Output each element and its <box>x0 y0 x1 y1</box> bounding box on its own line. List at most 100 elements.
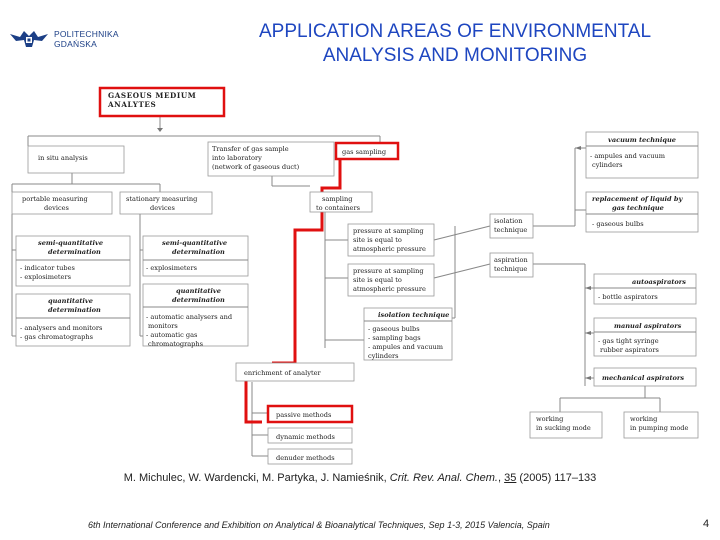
conference-footer: 6th International Conference and Exhibit… <box>88 520 550 530</box>
denuder-label: denuder methods <box>276 454 335 462</box>
quant-right-item-1: - automatic analysers and <box>146 313 233 321</box>
portable-line-1: portable measuring <box>22 195 88 203</box>
citation-rest: (2005) 117–133 <box>516 472 597 484</box>
stationary-line-1: stationary measuring <box>126 195 198 203</box>
eagle-emblem-icon <box>10 31 48 47</box>
node-quant-right: quantitative determination - automatic a… <box>142 283 249 348</box>
quant-right-line-1: quantitative <box>176 287 221 295</box>
in-situ-label: in situ analysis <box>38 154 88 162</box>
node-gas-sampling: gas sampling <box>334 141 400 161</box>
logo-line-2: GDAŃSKA <box>54 39 97 49</box>
node-dynamic: dynamic methods <box>267 427 353 444</box>
semi-quant-left-line-1: semi-quantitative <box>38 239 103 247</box>
gaseous-medium-line-2: ANALYTES <box>107 100 156 109</box>
node-working-pumping: working in pumping mode <box>623 411 699 439</box>
isolation-list-item-4: cylinders <box>368 352 399 360</box>
dynamic-label: dynamic methods <box>276 433 336 441</box>
university-logo: POLITECHNIKA GDAŃSKA <box>8 28 119 50</box>
node-enrichment: enrichment of analyter <box>235 362 355 382</box>
node-portable: portable measuring devices <box>11 191 113 215</box>
transfer-line-1: Transfer of gas sample <box>212 145 289 153</box>
transfer-line-3: (network of gaseous duct) <box>212 163 300 171</box>
vacuum-technique-header: vacuum technique <box>608 136 676 144</box>
logo-line-1: POLITECHNIKA <box>54 29 119 39</box>
replacement-line-1: replacement of liquid by <box>592 195 684 203</box>
slide-title: APPLICATION AREAS OF ENVIRONMENTAL ANALY… <box>205 20 705 68</box>
semi-quant-right-line-2: determination <box>172 248 225 256</box>
citation-journal: Crit. Rev. Anal. Chem. <box>389 472 498 484</box>
node-denuder: denuder methods <box>267 448 353 465</box>
gas-sampling-label: gas sampling <box>342 148 387 156</box>
node-semi-quant-right: semi-quantitative determination - explos… <box>142 235 249 277</box>
quant-left-item-2: - gas chromatographs <box>20 333 94 341</box>
page-number: 4 <box>703 518 710 530</box>
passive-label: passive methods <box>276 411 332 419</box>
node-isolation-list: isolation technique - gaseous bulbs - sa… <box>363 307 453 361</box>
node-working-sucking: working in sucking mode <box>529 411 603 439</box>
gaseous-medium-line-1: GASEOUS MEDIUM <box>108 91 196 100</box>
title-line-2: ANALYSIS AND MONITORING <box>322 45 588 66</box>
node-mechanical-aspirators: mechanical aspirators <box>593 367 697 387</box>
working-pumping-line-2: in pumping mode <box>630 424 689 432</box>
stationary-line-2: devices <box>150 204 176 212</box>
mechanical-aspirators-label: mechanical aspirators <box>602 374 684 382</box>
quant-right-item-4: chromatographs <box>148 340 204 348</box>
pressure-lower-line-3: atmospheric pressure <box>353 285 426 293</box>
pressure-equal-line-2: site is equal to <box>353 236 402 244</box>
pressure-lower-line-1: pressure at sampling <box>353 267 424 275</box>
title-line-1: APPLICATION AREAS OF ENVIRONMENTAL <box>258 21 652 42</box>
node-aspiration-technique: aspiration technique <box>489 252 534 278</box>
manual-aspirators-header: manual aspirators <box>614 322 682 330</box>
node-isolation-technique-box: isolation technique <box>489 213 534 239</box>
flow-diagram: GASEOUS MEDIUM ANALYTES in situ analysis… <box>11 86 699 465</box>
node-quant-left: quantitative determination - analysers a… <box>15 293 131 347</box>
node-stationary: stationary measuring devices <box>119 191 213 215</box>
working-pumping-line-1: working <box>630 415 658 423</box>
portable-line-2: devices <box>44 204 70 212</box>
aspiration-technique-line-1: aspiration <box>494 256 528 264</box>
node-gaseous-medium: GASEOUS MEDIUM ANALYTES <box>98 86 226 118</box>
semi-quant-right-line-1: semi-quantitative <box>162 239 227 247</box>
transfer-line-2: into laboratory <box>212 154 262 162</box>
node-replacement: replacement of liquid by gas technique -… <box>585 191 699 233</box>
quant-right-item-2: monitors <box>148 322 178 330</box>
enrichment-label: enrichment of analyter <box>244 369 321 377</box>
node-semi-quant-left: semi-quantitative determination - indica… <box>15 235 131 287</box>
pressure-equal-line-3: atmospheric pressure <box>353 245 426 253</box>
isolation-list-item-1: - gaseous bulbs <box>368 325 420 333</box>
isolation-technique-line-1: isolation <box>494 217 523 225</box>
node-in-situ: in situ analysis <box>27 145 125 174</box>
isolation-list-item-3: - ampules and vacuum <box>368 343 444 351</box>
quant-left-line-2: determination <box>48 306 101 314</box>
autoaspirators-header: autoaspirators <box>632 278 686 286</box>
quant-right-line-2: determination <box>172 296 225 304</box>
connector-lines <box>11 114 661 457</box>
citation: M. Michulec, W. Wardencki, M. Partyka, J… <box>0 472 720 484</box>
node-pressure-lower: pressure at sampling site is equal to at… <box>347 263 435 297</box>
pressure-lower-line-2: site is equal to <box>353 276 402 284</box>
sampling-containers-line-2: to containers <box>316 204 361 212</box>
working-sucking-line-1: working <box>536 415 564 423</box>
node-pressure-equal: pressure at sampling site is equal to at… <box>347 223 435 257</box>
semi-quant-right-item-1: - explosimeters <box>146 264 198 272</box>
quant-left-item-1: - analysers and monitors <box>20 324 103 332</box>
quant-left-line-1: quantitative <box>48 297 93 305</box>
sampling-containers-line-1: sampling <box>322 195 353 203</box>
citation-sep: , <box>498 472 505 484</box>
vacuum-item-1: - ampules and vacuum <box>590 152 666 160</box>
node-autoaspirators: autoaspirators - bottle aspirators <box>593 273 697 305</box>
manual-item-1: - gas tight syringe <box>598 337 659 345</box>
isolation-list-item-2: - sampling bags <box>368 334 421 342</box>
working-sucking-line-2: in sucking mode <box>536 424 591 432</box>
semi-quant-left-line-2: determination <box>48 248 101 256</box>
isolation-list-header: isolation technique <box>378 311 449 319</box>
citation-authors: M. Michulec, W. Wardencki, M. Partyka, J… <box>123 472 390 484</box>
node-passive: passive methods <box>266 404 354 424</box>
replacement-line-2: gas technique <box>612 204 664 212</box>
semi-quant-left-item-2: - explosimeters <box>20 273 72 281</box>
vacuum-item-2: cylinders <box>592 161 623 169</box>
manual-item-2: rubber aspirators <box>600 346 659 354</box>
node-sampling-containers: sampling to containers <box>309 191 373 213</box>
autoaspirators-item-1: - bottle aspirators <box>598 293 658 301</box>
